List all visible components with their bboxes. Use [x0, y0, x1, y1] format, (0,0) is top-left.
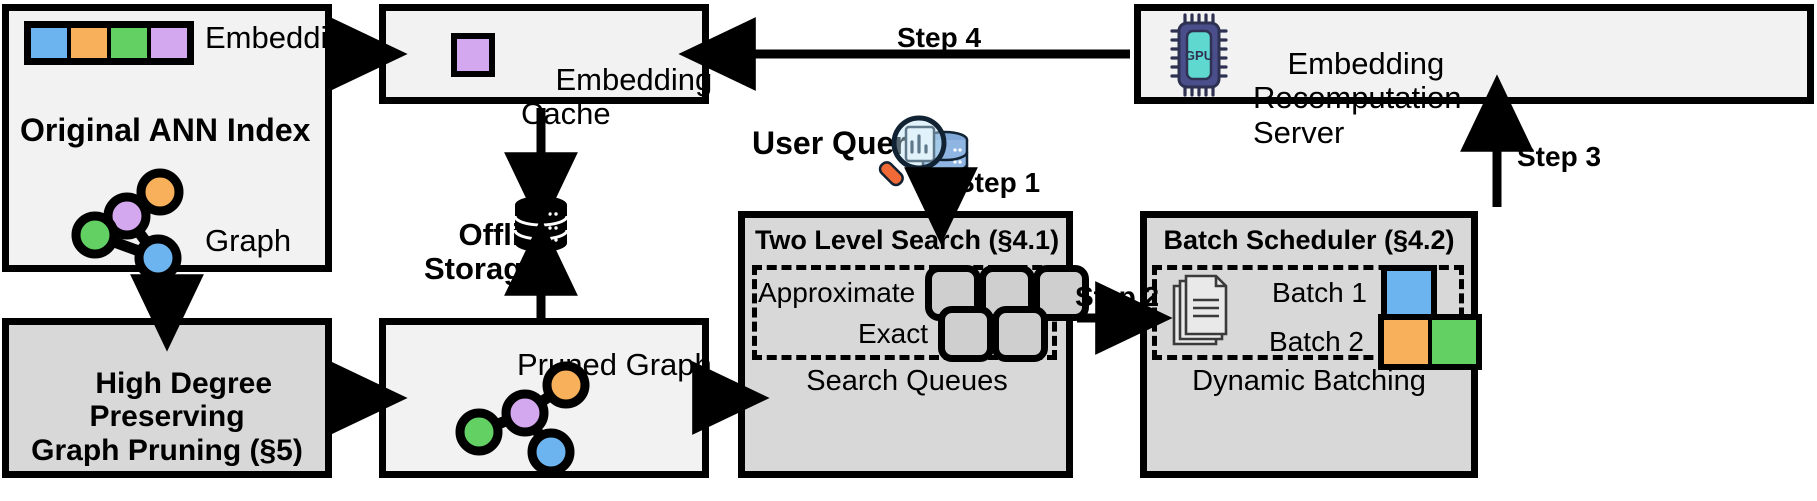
user-query-label: User Query — [752, 125, 925, 161]
embedding-cache-swatch — [451, 33, 495, 77]
embedding-cell-orange — [71, 28, 111, 58]
embedding-strip — [24, 21, 194, 65]
offline-storage-label: Offline Storage — [424, 216, 557, 287]
embedding-label: Embedding — [205, 20, 362, 55]
embedding-cell-green — [111, 28, 151, 58]
diagram-canvas: Embedding Original ANN Index Graph Embed… — [2, 4, 1814, 478]
batch-label-1: Batch 1 — [1272, 277, 1367, 308]
queue-cell — [938, 306, 994, 362]
queue-cell — [992, 306, 1048, 362]
batch-row-2: Batch 2 — [1232, 314, 1482, 370]
search-row-label-exact: Exact — [857, 318, 928, 349]
batch-swatch-orange — [1384, 320, 1432, 364]
step-label-step-2: Step 2 — [1075, 281, 1160, 312]
dynamic-batching-footer: Dynamic Batching — [1192, 365, 1426, 397]
step-label-step-3: Step 3 — [1517, 141, 1602, 172]
embedding-cache-title: Embedding Cache — [521, 61, 713, 132]
pruned-graph-label: Pruned Graph — [517, 347, 712, 382]
original-ann-index-title: Original ANN Index — [20, 112, 311, 148]
step-label-step-4: Step 4 — [897, 22, 982, 53]
graph-label: Graph — [205, 223, 292, 258]
embedding-cell-purple — [151, 28, 187, 58]
search-queues-footer: Search Queues — [806, 365, 1008, 397]
search-row-exact: Exact — [758, 306, 1051, 362]
batch-row-1: Batch 1 — [1232, 265, 1457, 321]
step-label-step-1: Step 1 — [956, 167, 1041, 198]
batch-swatch-green — [1432, 320, 1476, 364]
search-row-label-approximate: Approximate — [758, 277, 916, 308]
two-level-search-title: Two Level Search (§4.1) — [754, 225, 1060, 255]
batch-scheduler-title: Batch Scheduler (§4.2) — [1163, 225, 1455, 255]
embedding-cell-blue — [31, 28, 71, 58]
node-pruned-graph[interactable] — [379, 318, 709, 478]
embedding-recomputation-server-title: Embedding Recomputation Server — [1253, 45, 1462, 151]
batch-swatch-blue — [1387, 271, 1431, 315]
node-embedding-recomputation-server[interactable] — [1134, 4, 1814, 104]
batch-label-2: Batch 2 — [1269, 326, 1364, 357]
high-degree-pruning-title: High Degree Preserving Graph Pruning (§5… — [31, 366, 303, 467]
